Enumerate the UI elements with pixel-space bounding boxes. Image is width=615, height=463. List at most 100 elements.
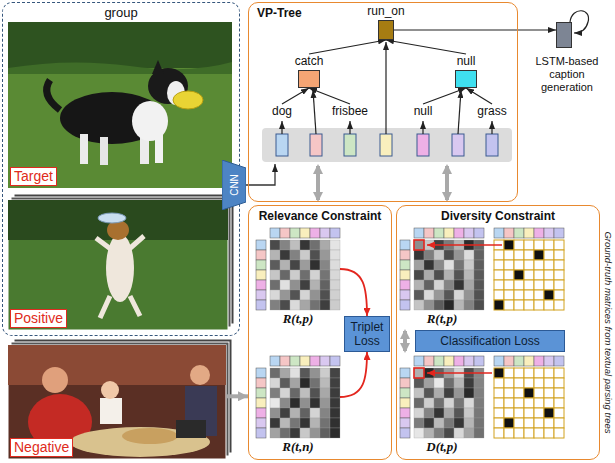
matrix-cell <box>434 378 444 388</box>
matrix-cell <box>454 250 464 260</box>
matrix-cell <box>534 270 544 280</box>
matrix-cell <box>434 408 444 418</box>
matrix-cell <box>414 388 424 398</box>
matrix-area <box>400 356 484 438</box>
matrix-cell <box>280 378 290 388</box>
matrix-header-cell <box>554 228 564 238</box>
matrix-header-cell <box>280 228 290 238</box>
matrix-cell <box>504 260 514 270</box>
leaf-node: null <box>414 104 433 118</box>
matrix-cell <box>494 398 504 408</box>
matrix-label: D(t,p) <box>400 440 484 454</box>
matrix-cell <box>554 300 564 310</box>
matrix-cell <box>524 280 534 290</box>
matrix-cell <box>464 260 474 270</box>
group-label: group <box>3 5 239 20</box>
matrix-cell <box>544 260 554 270</box>
matrix-cell <box>504 290 514 300</box>
matrix-cell <box>330 300 340 310</box>
matrix-cell <box>554 290 564 300</box>
matrix-cell <box>414 418 424 428</box>
matrix-cell <box>270 378 280 388</box>
matrix-header-cell <box>514 356 524 366</box>
matrix-header-cell <box>554 356 564 366</box>
node-word: run_on <box>367 4 404 18</box>
matrix-cell <box>494 418 504 428</box>
panel-title: Relevance Constraint <box>249 209 391 223</box>
matrix-cell <box>454 408 464 418</box>
matrix-cell <box>514 408 524 418</box>
matrix-header-cell <box>444 356 454 366</box>
matrix-cell <box>290 398 300 408</box>
matrix-header-cell <box>454 228 464 238</box>
matrix-cell <box>290 408 300 418</box>
matrix-cell <box>300 270 310 280</box>
matrix-cell <box>330 388 340 398</box>
matrix-cell <box>320 290 330 300</box>
matrix-cell <box>414 280 424 290</box>
connector <box>226 394 248 398</box>
matrix-cell <box>280 398 290 408</box>
matrix-cell <box>310 280 320 290</box>
matrix-cell <box>544 290 554 300</box>
matrix-cell <box>474 428 484 438</box>
matrix-cell <box>534 368 544 378</box>
matrix-cell <box>424 418 434 428</box>
matrix-cell <box>280 280 290 290</box>
matrix-cell <box>454 280 464 290</box>
matrix-cell <box>424 408 434 418</box>
matrix-cell <box>544 250 554 260</box>
matrix-header-cell <box>256 260 266 270</box>
matrix-cell <box>270 250 280 260</box>
matrix-cell <box>290 260 300 270</box>
matrix-area <box>256 228 340 310</box>
leaf-word: grass <box>477 104 506 118</box>
lstm-block: LSTM-based caption generation <box>556 22 572 48</box>
cnn-trapezoid <box>222 160 246 210</box>
matrix-cell <box>320 260 330 270</box>
matrix-cell <box>554 428 564 438</box>
matrix-cell <box>290 300 300 310</box>
image-tag: Target <box>10 167 57 186</box>
matrix-cell <box>310 240 320 250</box>
matrix-cell <box>320 270 330 280</box>
connector <box>423 88 466 104</box>
matrix-header-cell <box>434 356 444 366</box>
matrix-cell <box>300 300 310 310</box>
matrix-cell <box>504 428 514 438</box>
tree-node: run_on <box>367 4 404 40</box>
matrix-cell <box>474 378 484 388</box>
matrix-cell <box>504 300 514 310</box>
matrix-cell <box>300 290 310 300</box>
matrix-cell <box>300 428 310 438</box>
matrix-cell <box>444 408 454 418</box>
matrix-cell <box>290 250 300 260</box>
matrix-cell <box>544 270 554 280</box>
matrix-cell <box>444 388 454 398</box>
matrix-cell <box>514 368 524 378</box>
matrix-cell <box>534 428 544 438</box>
matrix-cell <box>524 270 534 280</box>
leaf-word: dog <box>272 104 292 118</box>
matrix-cell <box>300 280 310 290</box>
matrix-cell <box>554 270 564 280</box>
matrix-cell <box>474 250 484 260</box>
matrix-cell <box>514 250 524 260</box>
matrix-cell <box>554 378 564 388</box>
matrix-header-cell <box>424 356 434 366</box>
matrix-header-cell <box>256 270 266 280</box>
matrix-cell <box>494 300 504 310</box>
score-matrix <box>256 356 340 438</box>
matrix-header-cell <box>300 228 310 238</box>
matrix-cell <box>534 300 544 310</box>
matrix-cell <box>514 240 524 250</box>
matrix-cell <box>534 388 544 398</box>
matrix-cell <box>524 378 534 388</box>
matrix-cell <box>464 250 474 260</box>
connector <box>309 88 350 104</box>
loss-box: Triplet Loss <box>344 316 390 352</box>
matrix-cell <box>544 428 554 438</box>
matrix-cell <box>270 418 280 428</box>
loss-box: Classification Loss <box>415 330 565 352</box>
matrix-header-cell <box>320 356 330 366</box>
